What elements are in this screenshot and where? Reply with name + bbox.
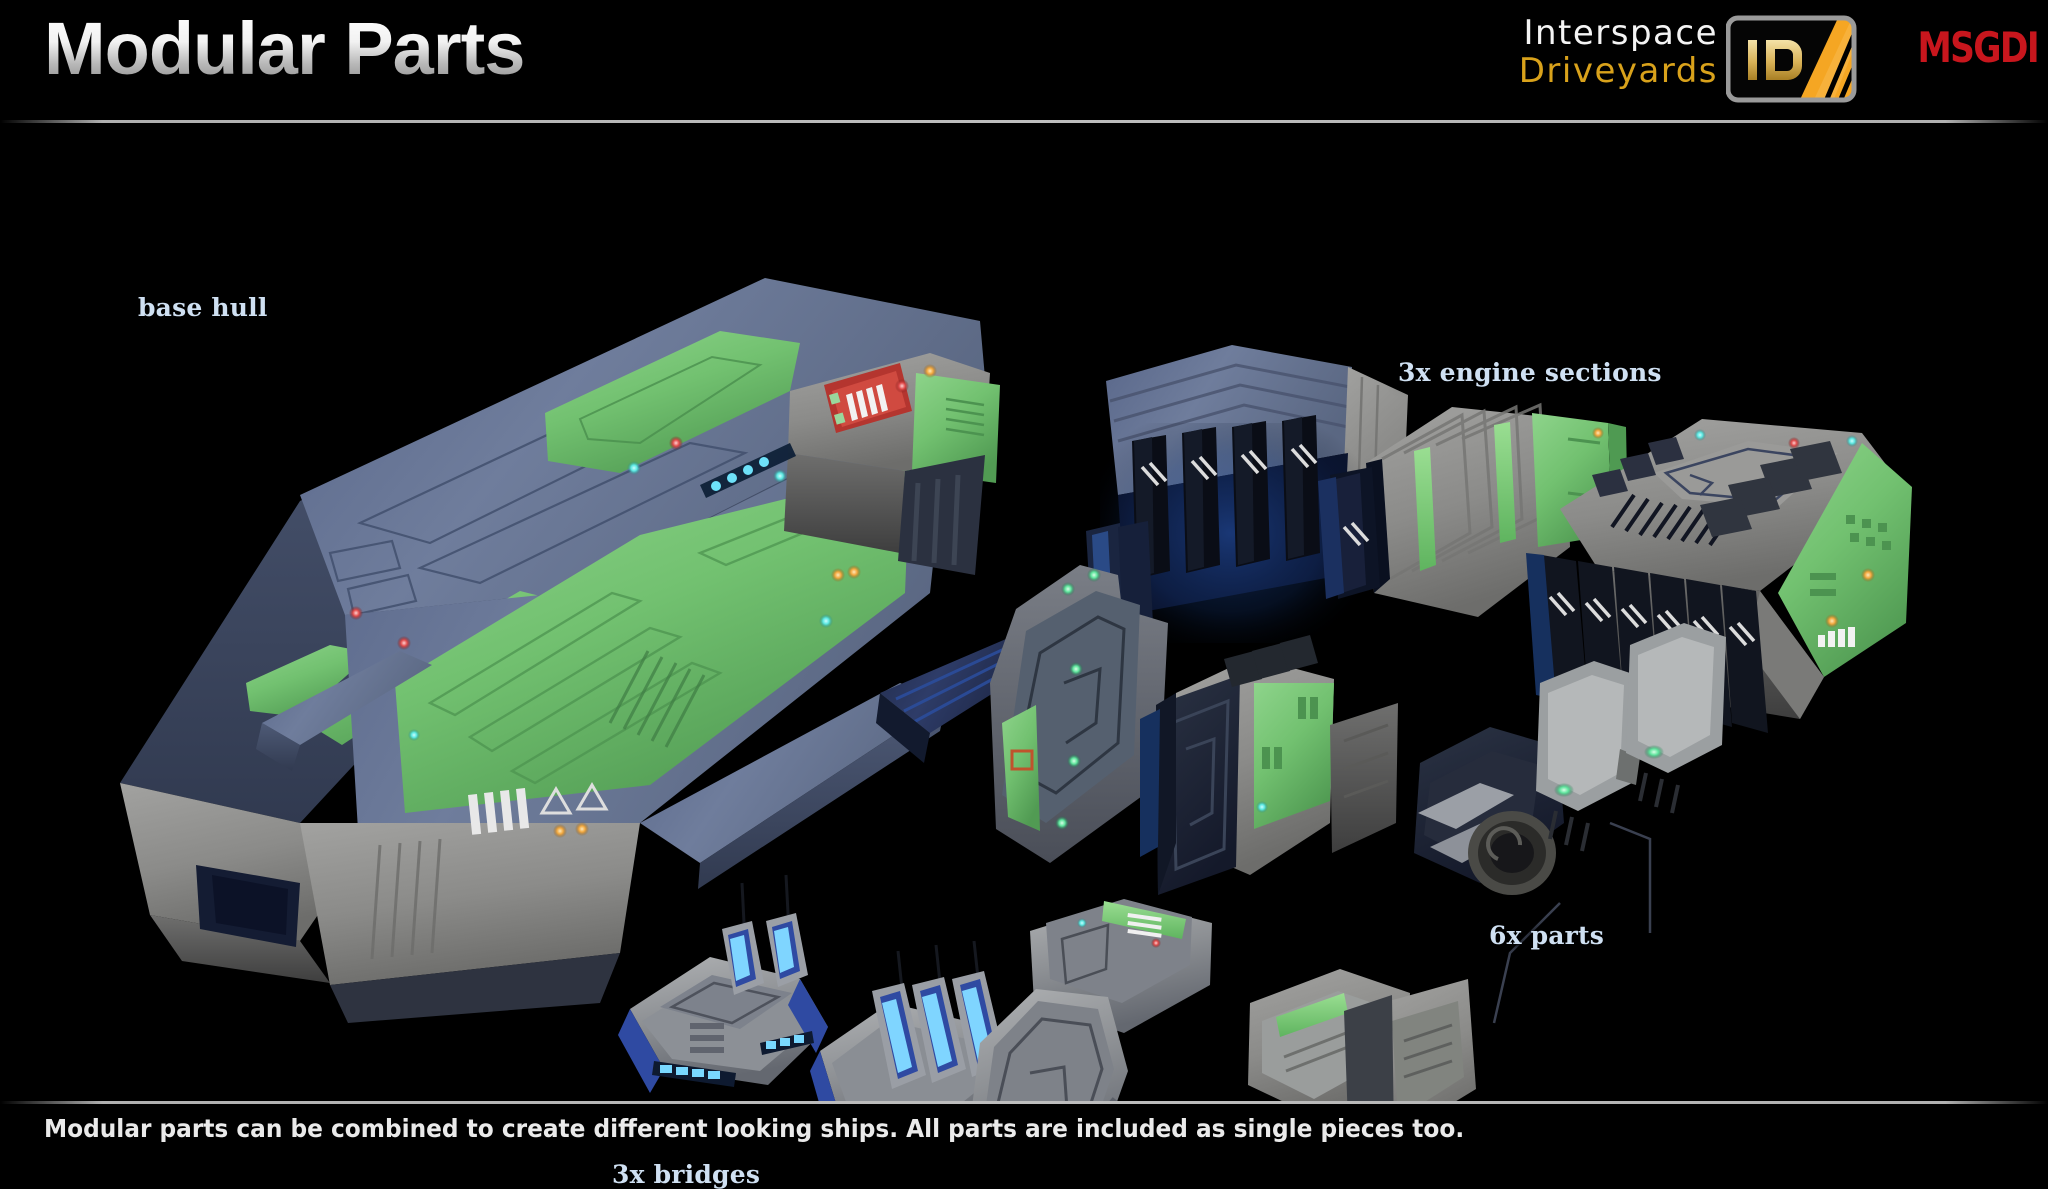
side-plate-lights (1055, 568, 1101, 830)
studio-logo-text: MSGDI (1917, 23, 2039, 72)
brand-line-driveyards: Driveyards (1518, 51, 1718, 92)
part-bridge-3[interactable] (958, 989, 1130, 1101)
studio-logo: MSGDI (1878, 22, 2039, 74)
hull-light-strip (700, 443, 796, 498)
brand-wordmark: Interspace Driveyards (1519, 14, 1718, 90)
bridge-light-strip (652, 1031, 814, 1087)
hull-marking-bars (467, 782, 609, 835)
part-base-hull[interactable] (120, 278, 1000, 1023)
brand-logo: Interspace Driveyards (1486, 6, 1866, 108)
bridge-towers[interactable] (722, 913, 808, 995)
hull-status-lights (349, 364, 937, 838)
warning-panel (824, 363, 912, 433)
callout-base-hull: base hull (138, 293, 268, 322)
render-viewport: base hull 3x engine sections 6x parts 3x… (0, 123, 2048, 1189)
part-cargo-block[interactable] (1140, 635, 1398, 895)
part-bridge-1[interactable] (618, 874, 828, 1093)
footer-caption: Modular parts can be combined to create … (44, 1114, 1465, 1143)
part-lower-module-pair[interactable] (1248, 969, 1476, 1101)
header-bar: Modular Parts Interspace Driveyards (0, 0, 2048, 123)
header-divider (0, 120, 2048, 123)
callout-parts: 6x parts (1489, 921, 1605, 950)
footer-divider (0, 1101, 2048, 1104)
brand-line-interspace: Interspace (1523, 13, 1718, 53)
module-pair-2[interactable] (1626, 623, 1726, 814)
part-engine-2[interactable] (1318, 402, 1628, 617)
page-title: Modular Parts (44, 7, 525, 90)
radiator-fins (1610, 493, 1734, 547)
modular-parts-render (120, 278, 1912, 1101)
part-engine-3[interactable] (1526, 419, 1912, 733)
part-sensor-pod[interactable] (1414, 623, 1726, 1024)
callout-bridges: 3x bridges (612, 1160, 761, 1189)
part-side-plate[interactable] (900, 565, 1168, 863)
module-pair[interactable] (1536, 661, 1640, 852)
callout-engine-sections: 3x engine sections (1398, 358, 1662, 387)
id-badge-icon (1726, 14, 1866, 104)
